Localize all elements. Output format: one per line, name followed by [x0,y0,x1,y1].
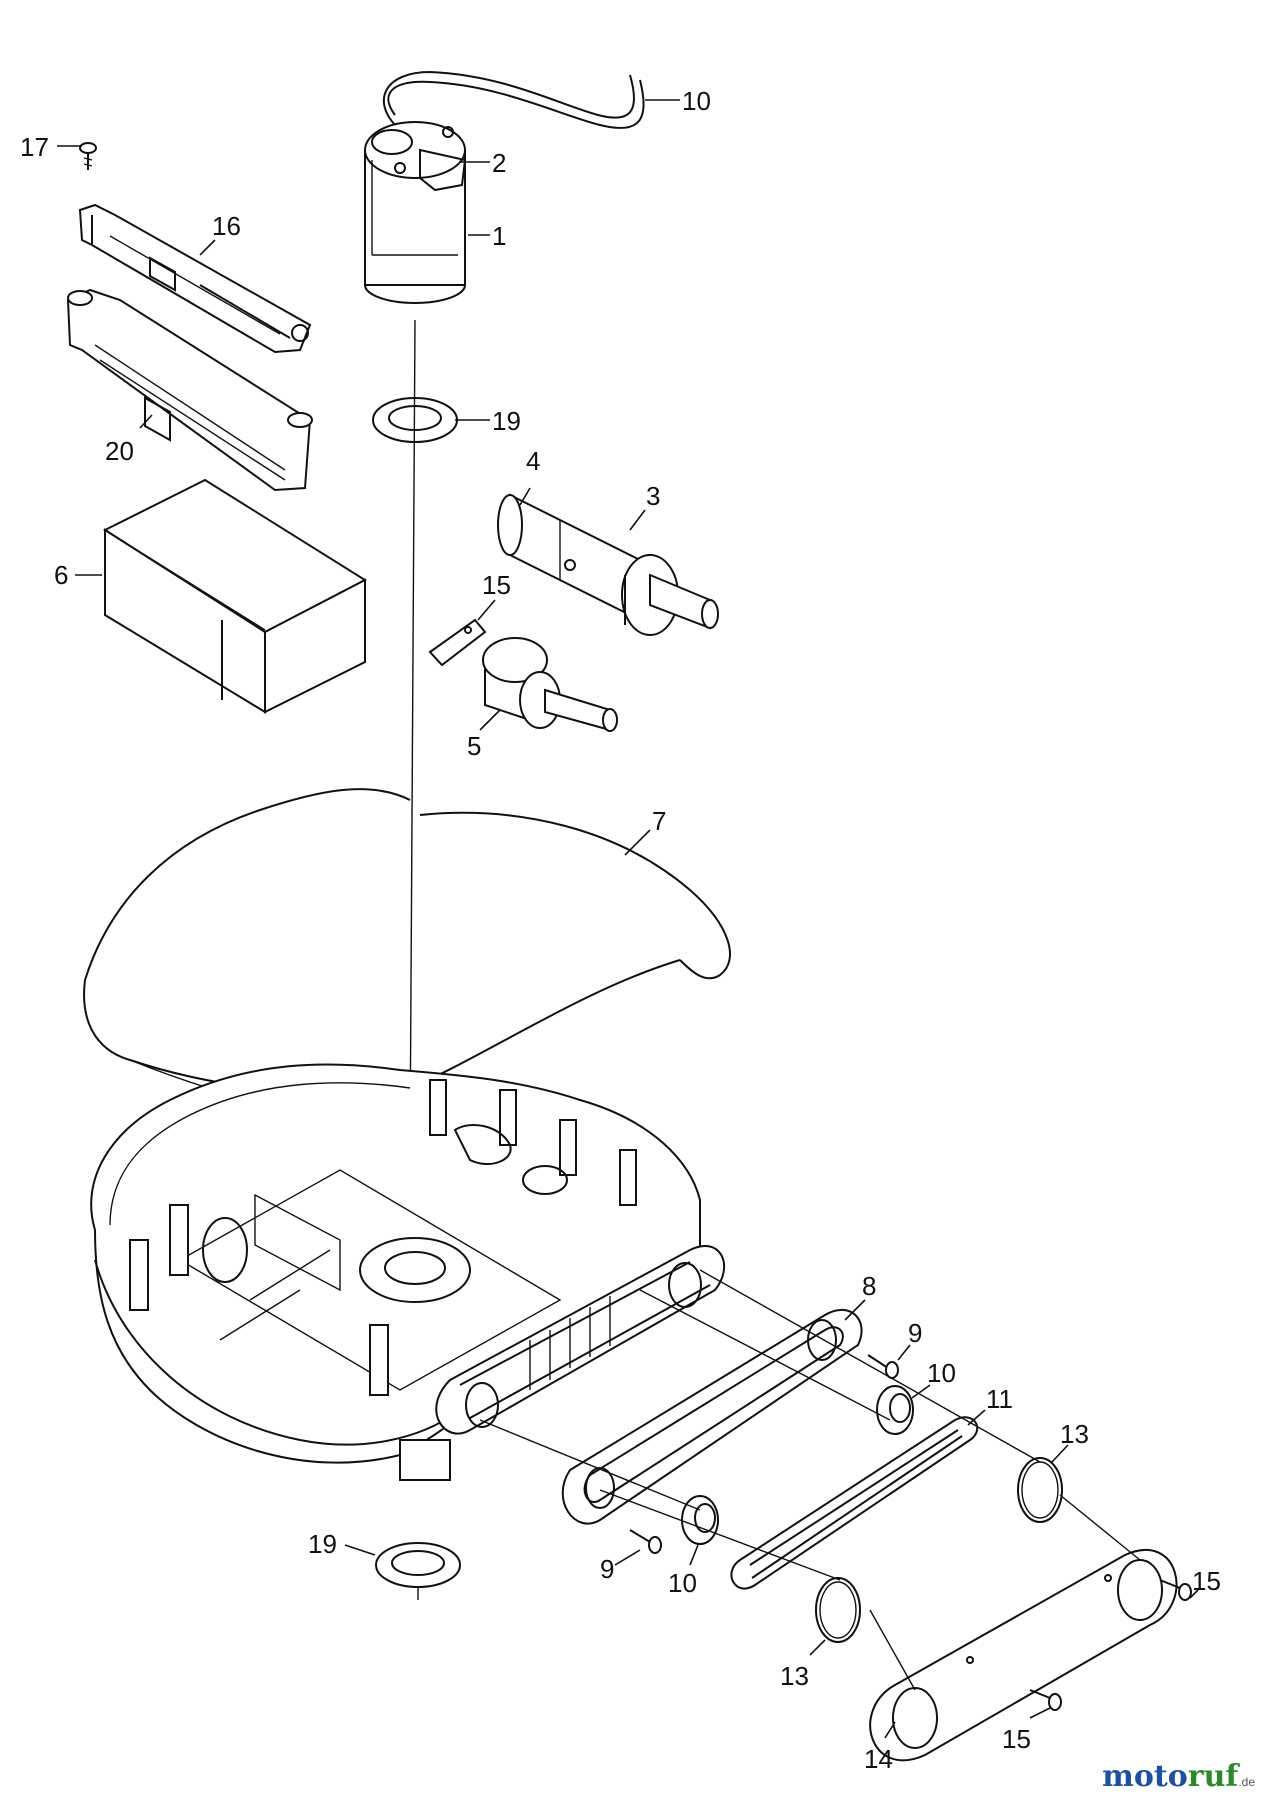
o-ring-part-13-bottom [815,1577,861,1643]
bracket-part-20 [66,288,313,492]
belt-housing [435,1245,726,1435]
callout-12: 10 [682,86,711,116]
callout-9-bottom: 9 [600,1554,614,1584]
callout-16: 16 [212,211,241,241]
gear-part-5 [482,637,618,732]
clip-part-18 [428,618,487,667]
screw-part-9-top [867,1354,899,1379]
callout-3: 3 [646,481,660,511]
callout-14: 14 [864,1744,893,1774]
callout-20: 20 [105,436,134,466]
pulley-part-10-bottom [681,1495,719,1545]
callout-15-top: 15 [1192,1566,1221,1596]
o-ring-part-13-top [1017,1457,1063,1523]
watermark-brand-b: ruf [1187,1759,1239,1794]
cover-part-7 [83,788,731,1106]
screw-part-9-bottom [629,1529,662,1554]
gearmotor-part [497,493,719,636]
battery-box-part [102,478,368,714]
callout-13-bottom: 13 [780,1661,809,1691]
screw-part-15-top [1159,1579,1192,1601]
callout-1: 1 [492,221,506,251]
callout-19-top: 19 [492,406,521,436]
assembly-axis-line [409,319,416,1151]
callout-19-bottom: 19 [308,1529,337,1559]
watermark-suffix: .de [1238,1775,1255,1789]
chassis-base [90,1063,701,1481]
washer-part-19-bottom [375,1542,461,1600]
callout-15-bottom: 15 [1002,1724,1031,1754]
screw-part-17 [79,142,97,170]
callout-9-top: 9 [908,1318,922,1348]
callout-13-top: 13 [1060,1419,1089,1449]
watermark-brand-a: moto [1102,1759,1188,1794]
callout-leaders [57,99,1199,1739]
callout-4: 4 [526,446,540,476]
assembly-guide-lines [479,1269,1141,1691]
callout-11: 11 [986,1384,1013,1414]
cover-plate-part-14 [869,1548,1178,1762]
callout-5: 5 [467,731,481,761]
screw-part-15-bottom [1029,1689,1062,1711]
callout-2: 2 [492,148,506,178]
brand-watermark: motoruf.de [1102,1759,1255,1794]
motor-part [364,121,467,304]
callout-10-bottom: 10 [668,1568,697,1598]
callout-18: 15 [482,570,511,600]
cable-part [382,70,645,129]
callout-17: 17 [20,132,49,162]
callout-7: 7 [652,806,666,836]
pulley-part-10-top [876,1385,914,1435]
gasket-frame-part-8 [561,1308,863,1525]
callout-8: 8 [862,1271,876,1301]
callout-6: 6 [54,560,68,590]
bracket-part-16 [78,203,312,354]
belt-part-11 [730,1416,979,1590]
callout-10-top: 10 [927,1358,956,1388]
